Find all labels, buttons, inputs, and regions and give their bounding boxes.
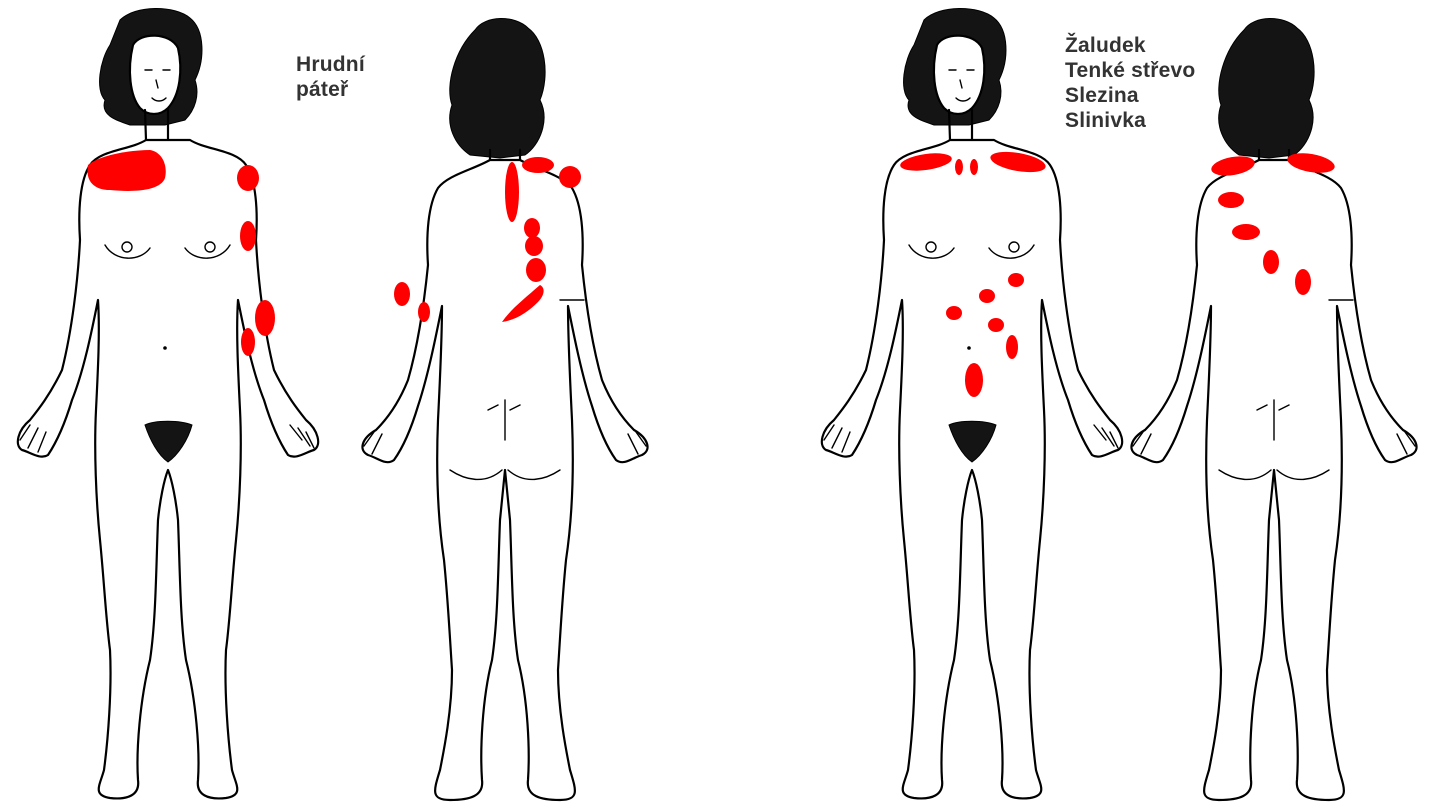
pain-zone-right-elbow-back — [394, 282, 410, 306]
caption-line: Hrudní — [296, 52, 365, 77]
caption-line: Žaludek — [1065, 33, 1195, 58]
pain-zone-upper-abdomen-right — [1008, 273, 1024, 287]
pain-zone-left-upper-arm — [240, 221, 256, 251]
body-outline — [362, 18, 647, 800]
pain-zone-scapula-lower — [1232, 224, 1260, 240]
pain-zone-neck-left — [955, 159, 963, 175]
pain-zone-back-shoulder-tip — [559, 166, 581, 188]
caption-line: Slinivka — [1065, 108, 1195, 133]
pain-zone-scapula-1 — [524, 218, 540, 238]
pain-zone-scapula-3 — [526, 258, 546, 282]
caption-thoracic-spine: Hrudní páteř — [296, 52, 365, 102]
caption-line: Tenké střevo — [1065, 58, 1195, 83]
caption-digestive-organs: Žaludek Tenké střevo Slezina Slinivka — [1065, 33, 1195, 133]
pain-zone-left-forearm — [241, 328, 255, 356]
female-figure-back — [340, 0, 660, 809]
pain-zone-paraspinal-upper — [505, 162, 519, 222]
pain-zone-scapula-upper — [1218, 192, 1244, 208]
pain-zone-upper-abdomen-left — [946, 306, 962, 320]
female-figure-front — [0, 0, 340, 809]
pain-zone-epigastric — [979, 289, 995, 303]
pain-zone-lower-abdomen — [965, 363, 983, 397]
pain-zone-upper-back-shoulder — [522, 157, 554, 173]
pain-zone-left-shoulder — [237, 165, 259, 191]
pain-zone-left-elbow — [255, 300, 275, 336]
diagram-panel-digestive-organs: Žaludek Tenké střevo Slezina Slinivka — [714, 0, 1429, 809]
diagram-panel-thoracic-spine: Hrudní páteř — [0, 0, 714, 809]
pain-zone-right-flank — [1006, 335, 1018, 359]
body-outline — [18, 8, 318, 798]
body-outline — [1131, 18, 1416, 800]
caption-line: páteř — [296, 77, 365, 102]
pain-zone-right-forearm-back — [418, 302, 430, 322]
caption-line: Slezina — [1065, 83, 1195, 108]
pain-zone-mid-abdomen — [988, 318, 1004, 332]
pain-zone-mid-back — [1263, 250, 1279, 274]
pain-zone-lower-back-left — [1295, 269, 1311, 295]
pain-zone-scapula-2 — [525, 236, 543, 256]
pain-zone-neck-right — [970, 159, 978, 175]
